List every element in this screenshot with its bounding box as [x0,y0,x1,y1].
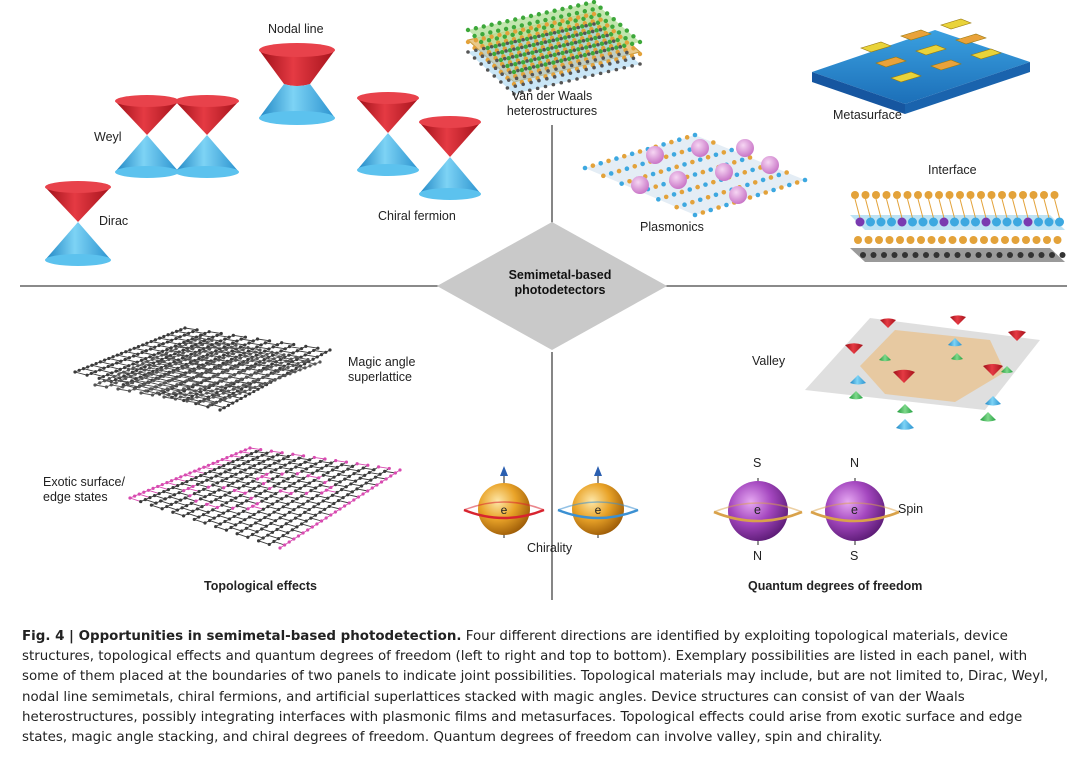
van-der-waals-illustration [465,0,643,96]
label-spin-s-bottom: S [850,549,859,563]
center-diamond [437,222,667,350]
plasmonics-illustration [582,132,808,218]
chiral-fermion-cones [357,92,481,200]
caption-title: Fig. 4 | Opportunities in semimetal-base… [22,629,462,644]
label-van-der-waals: Van der Waals heterostructures [490,89,614,119]
weyl-cones [115,95,239,178]
label-spin-n-bottom: N [753,549,763,563]
label-interface: Interface [928,163,977,177]
label-magic-angle-line1: Magic angle [348,355,416,369]
spin-sphere-right [810,478,900,545]
label-electron-right: e [851,503,858,517]
figure-artwork: e e [20,0,1067,600]
label-metasurface: Metasurface [833,108,902,122]
label-plasmonics: Plasmonics [640,220,704,234]
label-van-der-waals-line2: heterostructures [506,104,598,118]
exotic-edge-states-illustration [128,446,402,550]
chirality-sphere-left: e [463,466,545,538]
label-electron-left: e [754,503,761,517]
caption-body: Four different directions are identified… [22,629,1049,746]
center-label: Semimetal-based photodetectors [460,268,660,298]
label-spin-s-top: S [753,456,762,470]
label-spin: Spin [898,502,924,516]
label-chirality: Chirality [527,541,573,555]
magic-angle-superlattice-illustration [73,326,332,412]
spin-sphere-left [713,478,803,545]
figure-caption: Fig. 4 | Opportunities in semimetal-base… [22,627,1067,748]
label-spin-n-top: N [850,456,860,470]
figure-panel: e e Nodal line [20,0,1067,600]
center-label-line1: Semimetal-based [508,268,612,282]
valley-illustration [805,315,1040,430]
label-quantum-dof: Quantum degrees of freedom [748,579,923,593]
label-exotic-line2: edge states [43,490,108,504]
label-weyl: Weyl [94,130,122,144]
svg-text:e: e [595,503,602,517]
label-valley: Valley [752,354,786,368]
label-nodal-line: Nodal line [268,22,324,36]
interface-illustration [850,191,1066,262]
label-dirac: Dirac [99,214,129,228]
label-exotic-surface: Exotic surface/ edge states [43,475,125,505]
center-label-line2: photodetectors [514,283,606,297]
label-chiral-fermion: Chiral fermion [378,209,456,223]
label-magic-angle-line2: superlattice [348,370,412,384]
chirality-sphere-right: e [557,466,639,538]
dirac-cones [45,181,111,266]
nodal-line-cones [259,43,335,125]
label-topological-effects: Topological effects [204,579,317,593]
label-exotic-line1: Exotic surface/ [43,475,125,489]
label-magic-angle: Magic angle superlattice [348,355,415,385]
label-van-der-waals-line1: Van der Waals [511,89,593,103]
svg-text:e: e [501,503,508,517]
metasurface-illustration [812,18,1030,114]
